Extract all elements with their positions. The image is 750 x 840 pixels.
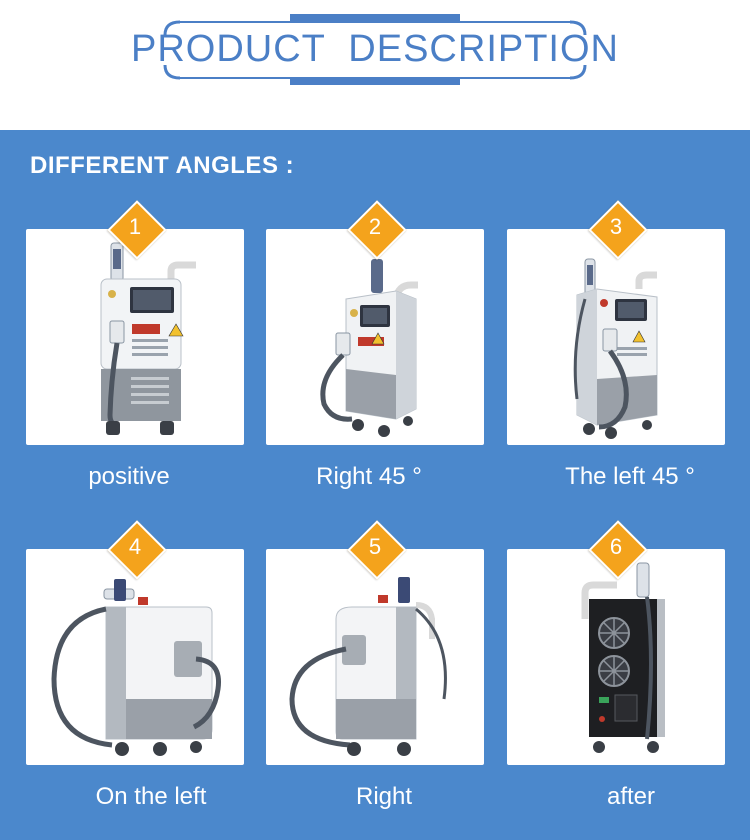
- view-caption: after: [606, 783, 656, 810]
- badge-number: 6: [609, 534, 623, 559]
- section-label: DIFFERENT ANGLES :: [30, 152, 295, 179]
- view-card-6: 6: [507, 520, 725, 765]
- machine-back-view: [581, 562, 665, 753]
- badge-number: 2: [368, 214, 382, 239]
- view-card-1: 1: [26, 200, 244, 445]
- view-caption: Right: [355, 783, 413, 810]
- machine-left-45-view: [573, 258, 658, 439]
- header: PRODUCT DESCRIPTION: [0, 0, 750, 130]
- view-card-5: 5: [266, 520, 484, 765]
- machine-left-side-view: [51, 579, 222, 756]
- badge-number: 5: [368, 534, 382, 559]
- view-card-2: 2: [266, 200, 484, 445]
- badge-number: 4: [128, 534, 142, 559]
- view-caption: positive: [88, 463, 170, 490]
- page-title: PRODUCT DESCRIPTION: [130, 28, 619, 70]
- badge-number: 1: [128, 214, 142, 239]
- machine-right-side-view: [289, 577, 447, 756]
- view-caption: On the left: [95, 783, 207, 810]
- machine-right-45-view: [320, 259, 418, 437]
- badge-number: 3: [609, 214, 623, 239]
- view-card-3: 3: [507, 200, 725, 445]
- view-card-4: 4: [26, 520, 244, 765]
- view-caption: The left 45 °: [565, 463, 695, 490]
- view-caption: Right 45 °: [316, 463, 422, 490]
- machine-front-view: [100, 242, 196, 435]
